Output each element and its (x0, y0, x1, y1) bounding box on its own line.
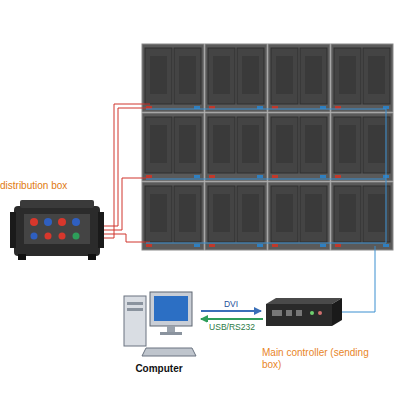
led-cabinet (268, 113, 330, 181)
controller-illustration (266, 298, 342, 326)
data-wires (146, 109, 386, 312)
node-label: distribution box (0, 180, 67, 192)
led-cabinet-wall (142, 44, 393, 250)
distribution-box: distribution box (0, 180, 108, 262)
led-cabinet (142, 182, 204, 250)
node-label: Main controller (sending box) (262, 347, 370, 370)
led-cabinet (268, 44, 330, 112)
signal-arrow (201, 318, 263, 320)
main-controller: Main controller (sending box) (262, 296, 370, 370)
signal-arrow (201, 310, 261, 312)
led-cabinet (331, 44, 393, 112)
power-wires (104, 104, 150, 242)
led-cabinet (205, 44, 267, 112)
led-cabinet (331, 182, 393, 250)
node-label: Computer (135, 363, 182, 375)
led-cabinet (142, 44, 204, 112)
led-cabinet (268, 182, 330, 250)
signal-label: DVI (222, 299, 240, 309)
led-cabinet (205, 113, 267, 181)
computer-illustration (124, 292, 196, 356)
signal-label: USB/RS232 (207, 322, 257, 332)
computer: Computer (118, 290, 200, 374)
led-cabinet (331, 113, 393, 181)
distribution-box-illustration (10, 200, 104, 260)
led-cabinet (142, 113, 204, 181)
led-cabinet (205, 182, 267, 250)
